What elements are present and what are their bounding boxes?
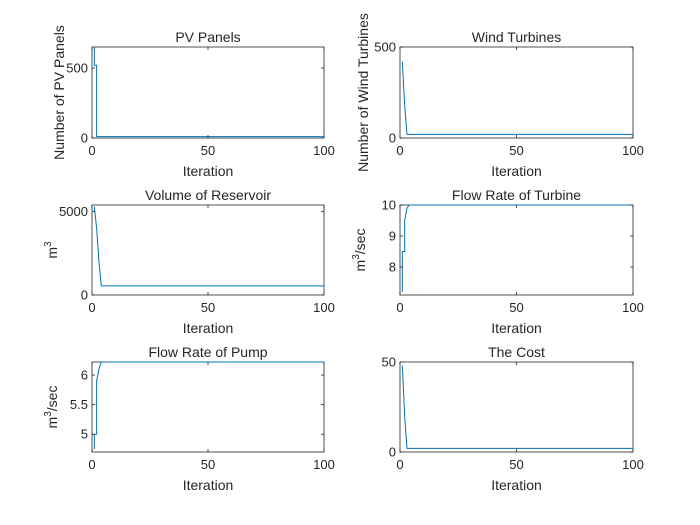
y-axis-label: m3 bbox=[43, 241, 60, 259]
series-line bbox=[93, 47, 324, 138]
y-axis-label: m3/sec bbox=[351, 229, 368, 272]
x-axis-label: Iteration bbox=[491, 163, 542, 179]
x-tick-label: 100 bbox=[622, 457, 644, 472]
x-tick-label: 100 bbox=[313, 457, 335, 472]
x-tick-label: 0 bbox=[88, 457, 95, 472]
x-tick-label: 0 bbox=[396, 457, 403, 472]
y-axis-label-text: Number of PV Panels bbox=[51, 25, 67, 160]
x-tick-label: 0 bbox=[88, 143, 95, 158]
y-tick-label: 5.5 bbox=[70, 397, 88, 412]
y-axis-label: Number of PV Panels bbox=[51, 25, 67, 160]
series-line bbox=[93, 206, 324, 287]
plot-area bbox=[91, 361, 325, 453]
chart-title: Volume of Reservoir bbox=[145, 187, 271, 203]
y-axis-label-text: m bbox=[352, 260, 368, 272]
y-axis-label: Number of Wind Turbines bbox=[355, 13, 371, 172]
x-axis-label: Iteration bbox=[491, 320, 542, 336]
x-tick-label: 0 bbox=[88, 300, 95, 315]
chart-title: PV Panels bbox=[175, 29, 240, 45]
chart-title: Wind Turbines bbox=[472, 29, 561, 45]
x-tick-label: 0 bbox=[396, 143, 403, 158]
y-tick-label: 8 bbox=[389, 260, 396, 275]
y-tick-label: 500 bbox=[66, 61, 88, 76]
y-axis-label-superscript: 3 bbox=[351, 254, 362, 260]
series-line bbox=[401, 204, 633, 292]
plot-area bbox=[399, 361, 634, 453]
y-tick-label: 10 bbox=[382, 198, 396, 213]
y-tick-label: 0 bbox=[81, 288, 88, 303]
y-axis-label-superscript: 3 bbox=[43, 411, 54, 417]
ticks bbox=[399, 361, 634, 453]
ticks bbox=[91, 205, 325, 296]
y-tick-label: 5 bbox=[81, 427, 88, 442]
x-tick-label: 50 bbox=[201, 143, 215, 158]
y-tick-label: 50 bbox=[382, 355, 396, 370]
y-axis-label-text: m bbox=[44, 417, 60, 429]
y-tick-label: 500 bbox=[374, 40, 396, 55]
y-tick-label: 0 bbox=[389, 445, 396, 460]
y-axis-label-text: m bbox=[44, 247, 60, 259]
series-line bbox=[401, 365, 633, 449]
chart-title: Flow Rate of Turbine bbox=[452, 187, 581, 203]
y-tick-label: 9 bbox=[389, 229, 396, 244]
ticks bbox=[399, 46, 634, 139]
y-axis-label-unit: /sec bbox=[44, 386, 60, 412]
x-axis-label: Iteration bbox=[183, 163, 234, 179]
plot-area bbox=[91, 204, 325, 296]
x-tick-label: 50 bbox=[509, 143, 523, 158]
plot-area bbox=[399, 46, 634, 139]
ticks bbox=[91, 362, 325, 452]
y-axis-label-unit: /sec bbox=[352, 229, 368, 255]
x-axis-label: Iteration bbox=[491, 477, 542, 493]
y-tick-label: 0 bbox=[81, 131, 88, 146]
plot-area bbox=[399, 204, 634, 296]
x-tick-label: 50 bbox=[201, 457, 215, 472]
x-tick-label: 100 bbox=[622, 143, 644, 158]
x-axis-label: Iteration bbox=[183, 320, 234, 336]
y-tick-label: 6 bbox=[81, 368, 88, 383]
x-tick-label: 100 bbox=[622, 300, 644, 315]
y-axis-label: m3/sec bbox=[43, 386, 60, 429]
x-tick-label: 0 bbox=[396, 300, 403, 315]
x-tick-label: 100 bbox=[313, 143, 335, 158]
y-axis-label-text: Number of Wind Turbines bbox=[355, 13, 371, 172]
x-tick-label: 50 bbox=[509, 300, 523, 315]
series-line bbox=[401, 61, 633, 135]
ticks bbox=[91, 47, 325, 139]
plot-area bbox=[91, 46, 325, 139]
x-tick-label: 50 bbox=[509, 457, 523, 472]
chart-title: Flow Rate of Pump bbox=[148, 344, 267, 360]
x-tick-label: 100 bbox=[313, 300, 335, 315]
y-axis-label-superscript: 3 bbox=[43, 241, 54, 247]
x-axis-label: Iteration bbox=[183, 477, 234, 493]
y-tick-label: 5000 bbox=[59, 204, 88, 219]
ticks bbox=[399, 204, 634, 295]
chart-title: The Cost bbox=[488, 344, 545, 360]
y-tick-label: 0 bbox=[389, 131, 396, 146]
x-tick-label: 50 bbox=[201, 300, 215, 315]
